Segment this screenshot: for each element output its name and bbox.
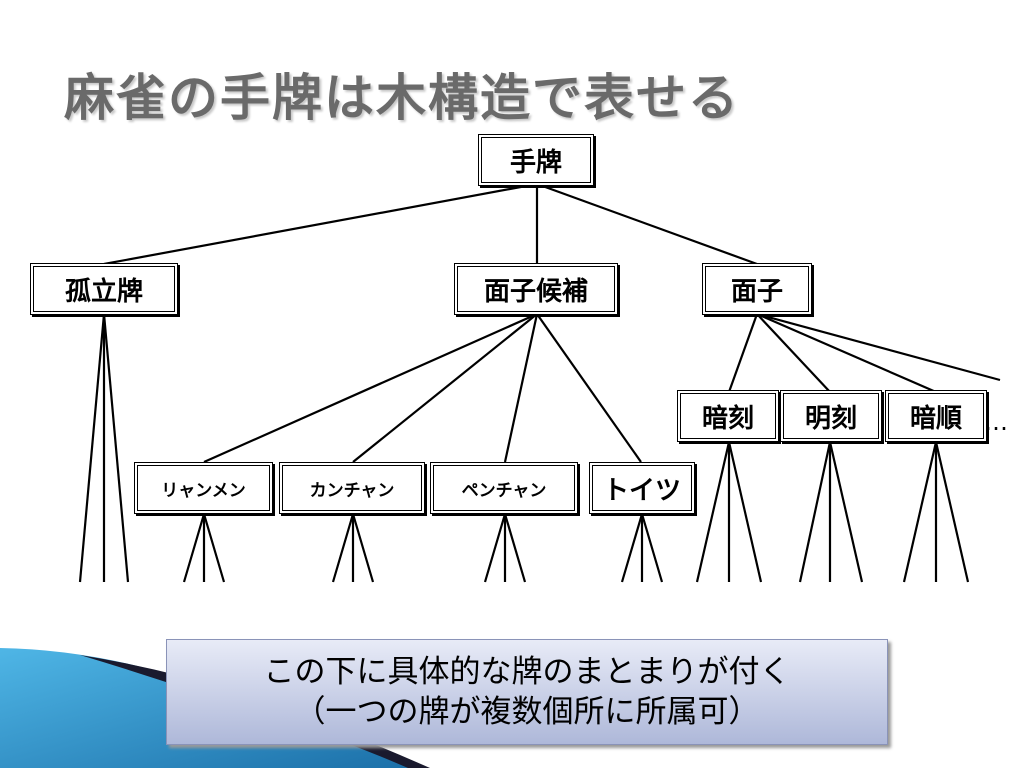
node-mentsu-kouho: 面子候補 [454,263,618,315]
node-tehai: 手牌 [478,134,594,186]
node-anjun: 暗順 [885,390,987,442]
node-minko: 明刻 [780,390,882,442]
note-line-1: この下に具体的な牌のまとまりが付く [263,653,791,690]
node-kanchan: カンチャン [279,462,425,514]
note-line-2: （一つの牌が複数個所に所属可） [294,694,760,730]
node-ryanmen: リャンメン [134,462,273,514]
node-penchan: ペンチャン [430,462,578,514]
node-anko: 暗刻 [677,390,779,442]
node-mentsu: 面子 [702,263,812,315]
more-nodes-ellipsis: … [984,408,1008,436]
note-box: この下に具体的な牌のまとまりが付く （一つの牌が複数個所に所属可） [166,639,888,745]
slide-title: 麻雀の手牌は木構造で表せる [64,69,740,127]
node-koritsuhai: 孤立牌 [30,263,178,315]
node-toitsu: トイツ [589,462,695,514]
